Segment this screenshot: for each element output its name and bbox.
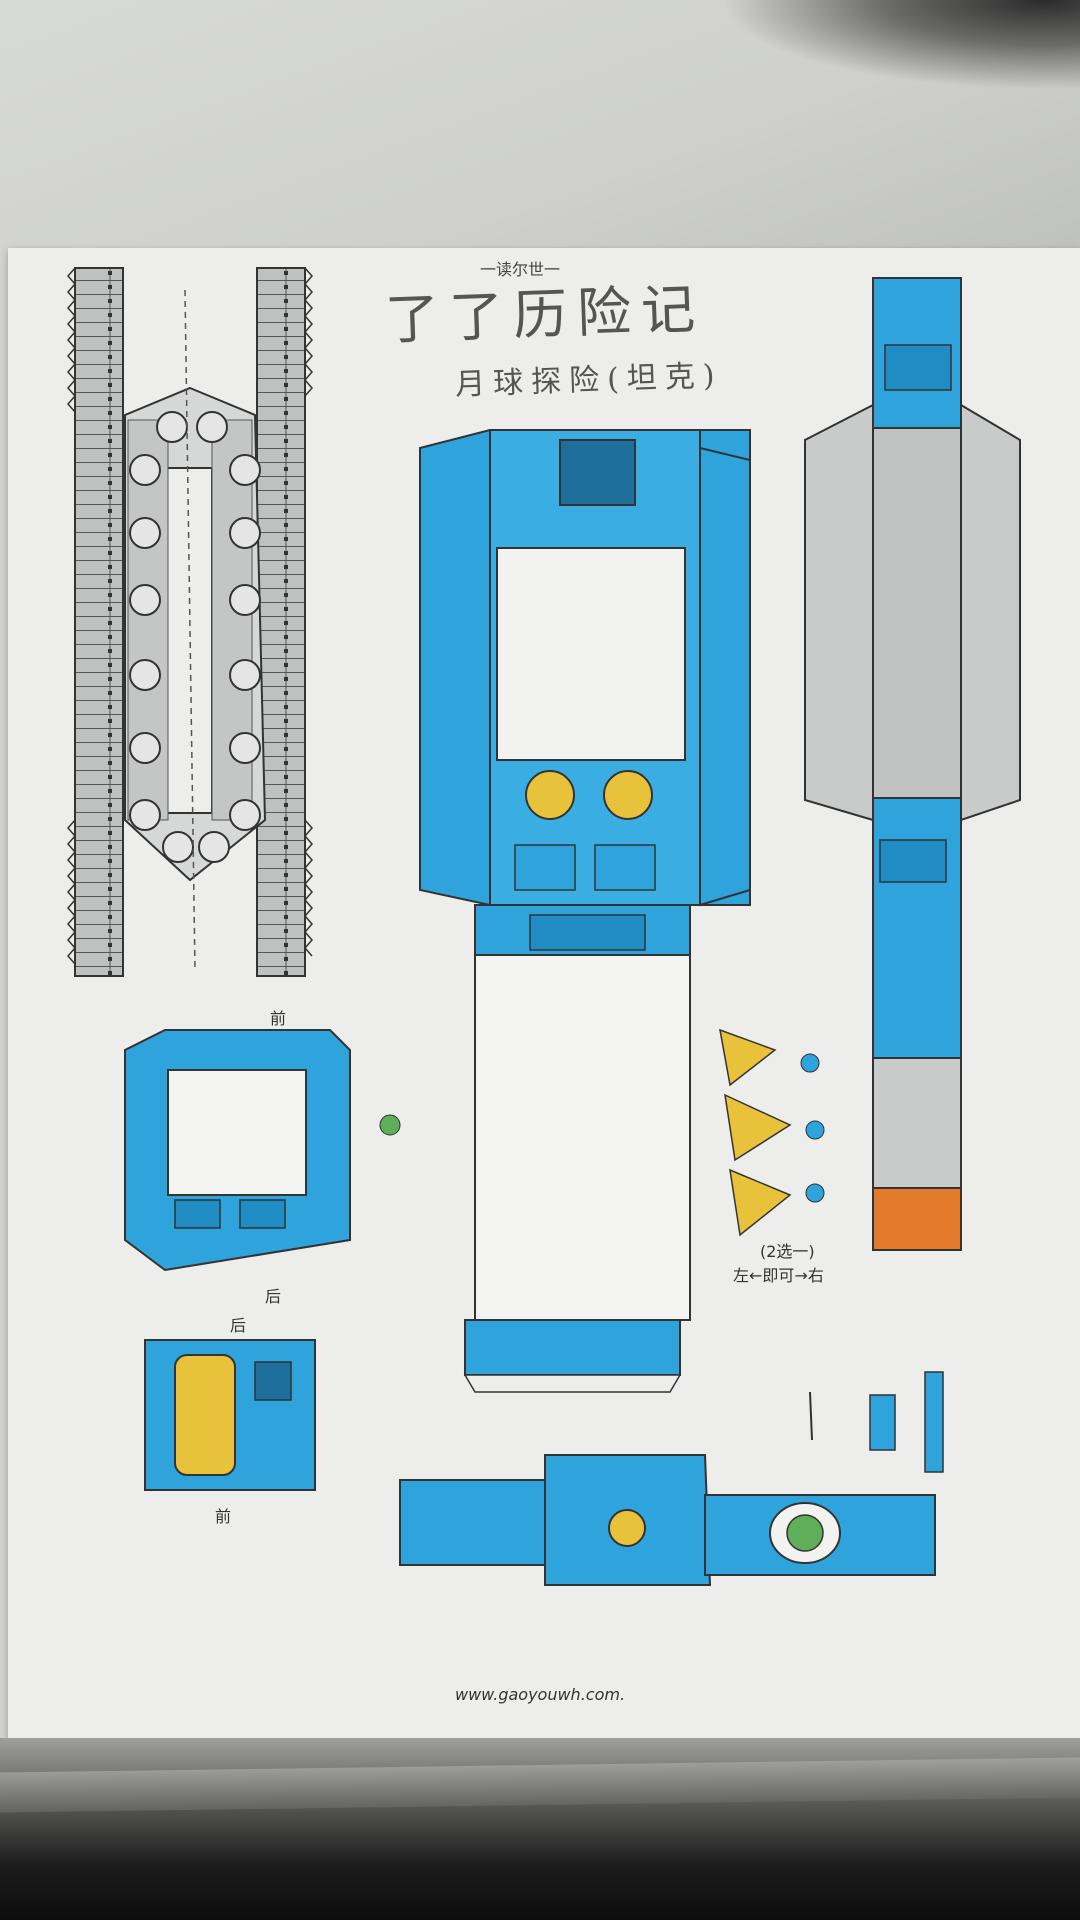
- direction-note: 左←即可→右: [733, 1266, 824, 1285]
- page-subtitle: 月球探险(坦克): [454, 358, 724, 403]
- figure-set: [379, 1028, 825, 1237]
- main-hull: [419, 429, 751, 1393]
- footer-url: www.gaoyouwh.com.: [455, 1685, 626, 1704]
- road-wheels: [129, 411, 261, 863]
- parts-title: (2选一): [760, 1242, 815, 1261]
- camera-shadow: [720, 0, 1080, 90]
- track-left: [67, 267, 124, 977]
- turret-box: [124, 1029, 351, 1272]
- small-parts: [809, 1371, 944, 1473]
- series-label: 一读尔世一: [480, 260, 561, 279]
- side-panel-strip: [804, 277, 1021, 1251]
- page-title: 了了历险记: [384, 277, 707, 352]
- left-label: 后: [230, 1316, 247, 1335]
- small-box: [144, 1339, 316, 1491]
- front-label: 前: [270, 1009, 287, 1028]
- bottom-strip: [399, 1454, 936, 1586]
- track-right: [256, 267, 313, 977]
- back-label: 后: [265, 1287, 282, 1306]
- right-label: 前: [215, 1507, 232, 1526]
